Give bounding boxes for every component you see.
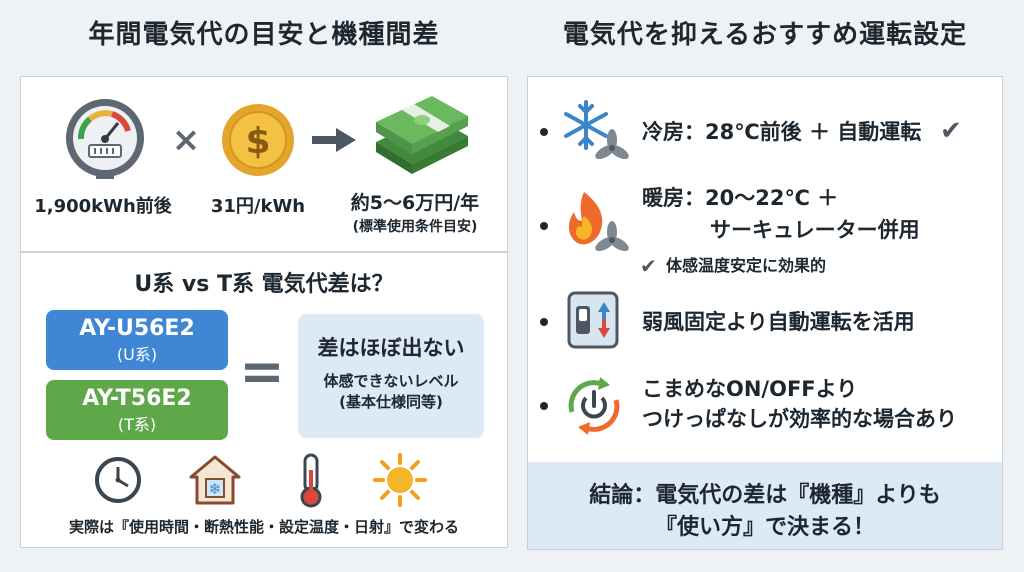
- verdict-main: 差はほぼ出ない: [317, 336, 465, 360]
- flame-fan-icon: [569, 192, 629, 251]
- svg-text:$: $: [245, 121, 270, 162]
- model-u-series: (U系): [116, 345, 158, 364]
- unit-price-label: 31円/kWh: [210, 196, 306, 217]
- tip-1-bullet: [540, 128, 548, 136]
- verdict-box: 差はほぼ出ない 体感できないレベル (基本仕様同等): [298, 314, 484, 438]
- model-u-badge: AY-U56E2 (U系): [46, 310, 228, 370]
- tip-2-line2: サーキュレーター併用: [710, 218, 920, 242]
- equals-symbol: =: [239, 340, 285, 403]
- left-panel-title: 年間電気代の目安と機種間差: [88, 20, 440, 50]
- factors-caption: 実際は『使用時間・断熱性能・設定温度・日射』で変わる: [68, 518, 459, 536]
- conclusion-line1: 結論：電気代の差は『機種』よりも: [589, 483, 941, 508]
- money-stack-icon: [376, 96, 468, 174]
- model-t-name: AY-T56E2: [82, 386, 192, 411]
- tip-2-sub-check: ✔: [640, 254, 657, 278]
- verdict-note: (基本仕様同等): [339, 393, 443, 411]
- times-symbol: ×: [171, 120, 201, 160]
- right-arrow-icon: [312, 128, 356, 152]
- right-panel-title: 電気代を抑えるおすすめ運転設定: [562, 20, 968, 50]
- result-label: 約5～6万円/年: [350, 192, 480, 214]
- tip-1-text: 冷房：28℃前後 ＋ 自動運転: [642, 120, 922, 144]
- result-note: (標準使用条件目安): [352, 219, 478, 235]
- tip-2-line1: 暖房：20～22℃ ＋: [642, 186, 839, 210]
- clock-icon: [95, 457, 141, 503]
- tip-4-bullet: [540, 402, 548, 410]
- comparison-heading: U系 vs T系 電気代差は？: [134, 272, 394, 297]
- conclusion-box: [528, 462, 1002, 549]
- tip-3-bullet: [540, 318, 548, 326]
- conclusion-line2: 『使い方』で決まる！: [654, 515, 875, 540]
- dollar-coin-icon: $: [222, 104, 294, 176]
- model-t-series: (T系): [117, 415, 157, 434]
- svg-text:❄: ❄: [209, 480, 222, 498]
- usage-label: 1,900kWh前後: [34, 196, 172, 217]
- tip-4-line2: つけっぱなしが効率的な場合あり: [642, 407, 957, 431]
- mode-switch-icon: [567, 291, 619, 349]
- snowflake-fan-icon: [564, 100, 629, 159]
- insulated-house-icon: ❄: [189, 455, 241, 505]
- tip-4-line1: こまめなON/OFFより: [642, 377, 858, 401]
- thermometer-icon: [300, 453, 322, 508]
- sun-icon: [373, 453, 427, 507]
- verdict-sub: 体感できないレベル: [323, 372, 459, 390]
- model-t-badge: AY-T56E2 (T系): [46, 380, 228, 440]
- tip-1-check: ✔: [940, 116, 962, 146]
- model-u-name: AY-U56E2: [79, 316, 195, 341]
- tip-3-text: 弱風固定より自動運転を活用: [642, 310, 915, 334]
- electric-meter-icon: [66, 99, 144, 179]
- tip-2-sub: 体感温度安定に効果的: [666, 256, 827, 275]
- power-cycle-icon: [568, 377, 620, 435]
- tip-2-bullet: [540, 222, 548, 230]
